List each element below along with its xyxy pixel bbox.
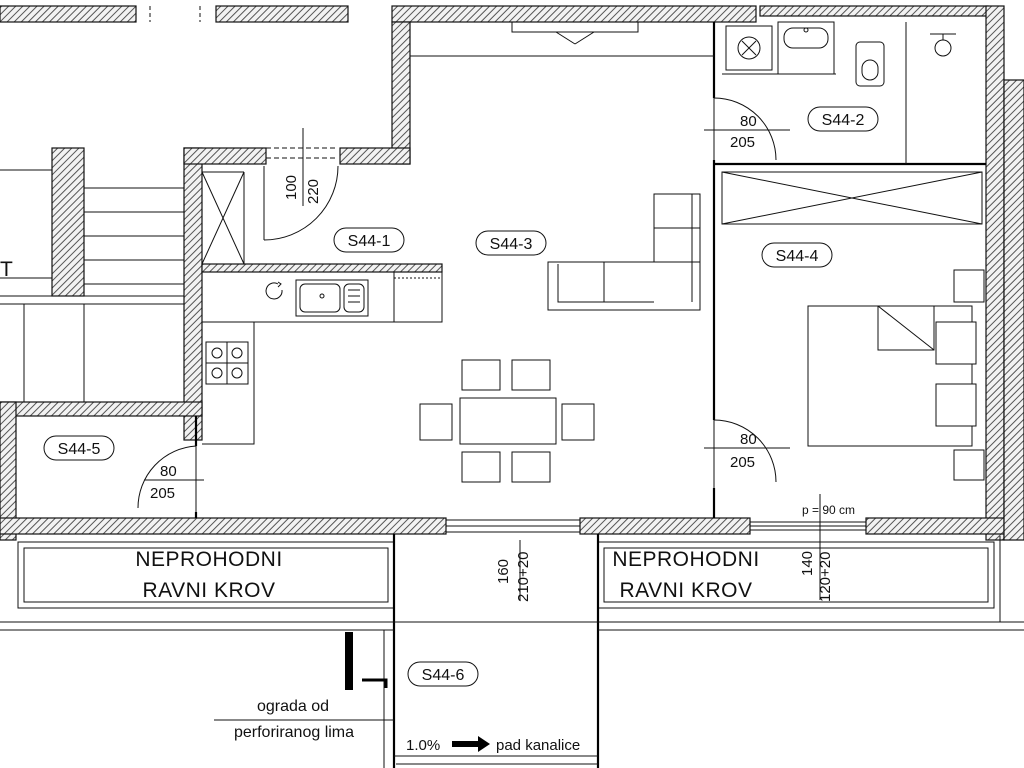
slope-percent: 1.0% [406,737,440,754]
window-width: 140 [799,551,816,576]
room-labels: S44-1 S44-2 S44-3 S44-4 S44-5 S44-6 [43,106,879,687]
room-label-s44-1: S44-1 [348,233,391,250]
roof-labels: NEPROHODNI RAVNI KROV NEPROHODNI RAVNI K… [135,548,759,602]
storage-door-height: 205 [150,485,175,502]
fence-marker [345,632,353,690]
wall-bottom-right [865,517,1005,535]
kitchen [201,271,443,445]
dining-table [459,397,557,445]
walls [0,5,1024,541]
notes: ograda od perforiranog lima 1.0% pad kan… [234,698,580,754]
balcony-door-height: 210+20 [515,552,532,602]
dimension-labels: 80 205 100 220 80 205 80 205 160 210+20 … [144,113,855,602]
wall-s5-top [0,401,203,417]
room-label-s44-6: S44-6 [422,667,465,684]
window-height: 120+20 [817,552,834,602]
sofa [547,193,701,311]
wall-right-edge [1003,79,1024,541]
entry-door-width: 100 [283,175,300,200]
wall-right-outer [985,5,1005,541]
wall-top-far-right [759,5,989,17]
bathroom-door-swing [713,97,777,161]
roof-left-line2: RAVNI KROV [143,579,276,602]
wall-top-mid [215,5,349,23]
wall-central-lower [339,147,411,165]
wall-stair-right [183,147,203,441]
fence-note-line2: perforiranog lima [234,724,354,741]
fence-note-line1: ograda od [257,698,329,715]
wall-central-column [391,21,411,165]
wall-bottom-left [0,517,447,535]
storage-door-swing [137,445,197,509]
drain-note: pad kanalice [496,737,580,754]
roof-right-line1: NEPROHODNI [612,548,759,571]
room-label-s44-5: S44-5 [58,441,101,458]
exterior [0,494,1024,768]
roof-right-line2: RAVNI KROV [620,579,753,602]
storage-door-width: 80 [160,463,177,480]
parapet-height: p = 90 cm [802,503,855,517]
room-label-s44-4: S44-4 [776,248,819,265]
toilet [855,41,885,87]
kitchen-sink [295,279,369,317]
wall-stair-cap [183,147,267,165]
balcony-door-width: 160 [495,559,512,584]
entry-door-height: 220 [305,179,322,204]
wall-left-lower [0,401,17,541]
wall-top-left [0,5,137,23]
bathroom-fixtures [725,21,956,87]
bed-door-height: 205 [730,454,755,471]
partial-label: T [0,258,13,281]
room-label-s44-3: S44-3 [490,236,533,253]
wall-top-right [391,5,757,23]
bedroom-furniture [807,269,985,481]
nightstand-bottom [953,449,985,481]
room-label-s44-2: S44-2 [822,112,865,129]
roof-left-line1: NEPROHODNI [135,548,282,571]
partitions [194,22,986,518]
slope-arrow-icon [452,736,490,752]
bath-door-width: 80 [740,113,757,130]
bed-door-width: 80 [740,431,757,448]
bedroom-door-swing [713,419,777,483]
bath-door-height: 205 [730,134,755,151]
fridge [393,271,443,323]
doors [137,21,866,533]
entry-door-swing [263,165,339,241]
staircase: T [0,6,217,402]
wall-bottom-mid [579,517,751,535]
living-furniture [419,193,701,483]
boiler-icon [934,39,952,57]
wall-stair-left [51,147,85,297]
nightstand-top [953,269,985,303]
